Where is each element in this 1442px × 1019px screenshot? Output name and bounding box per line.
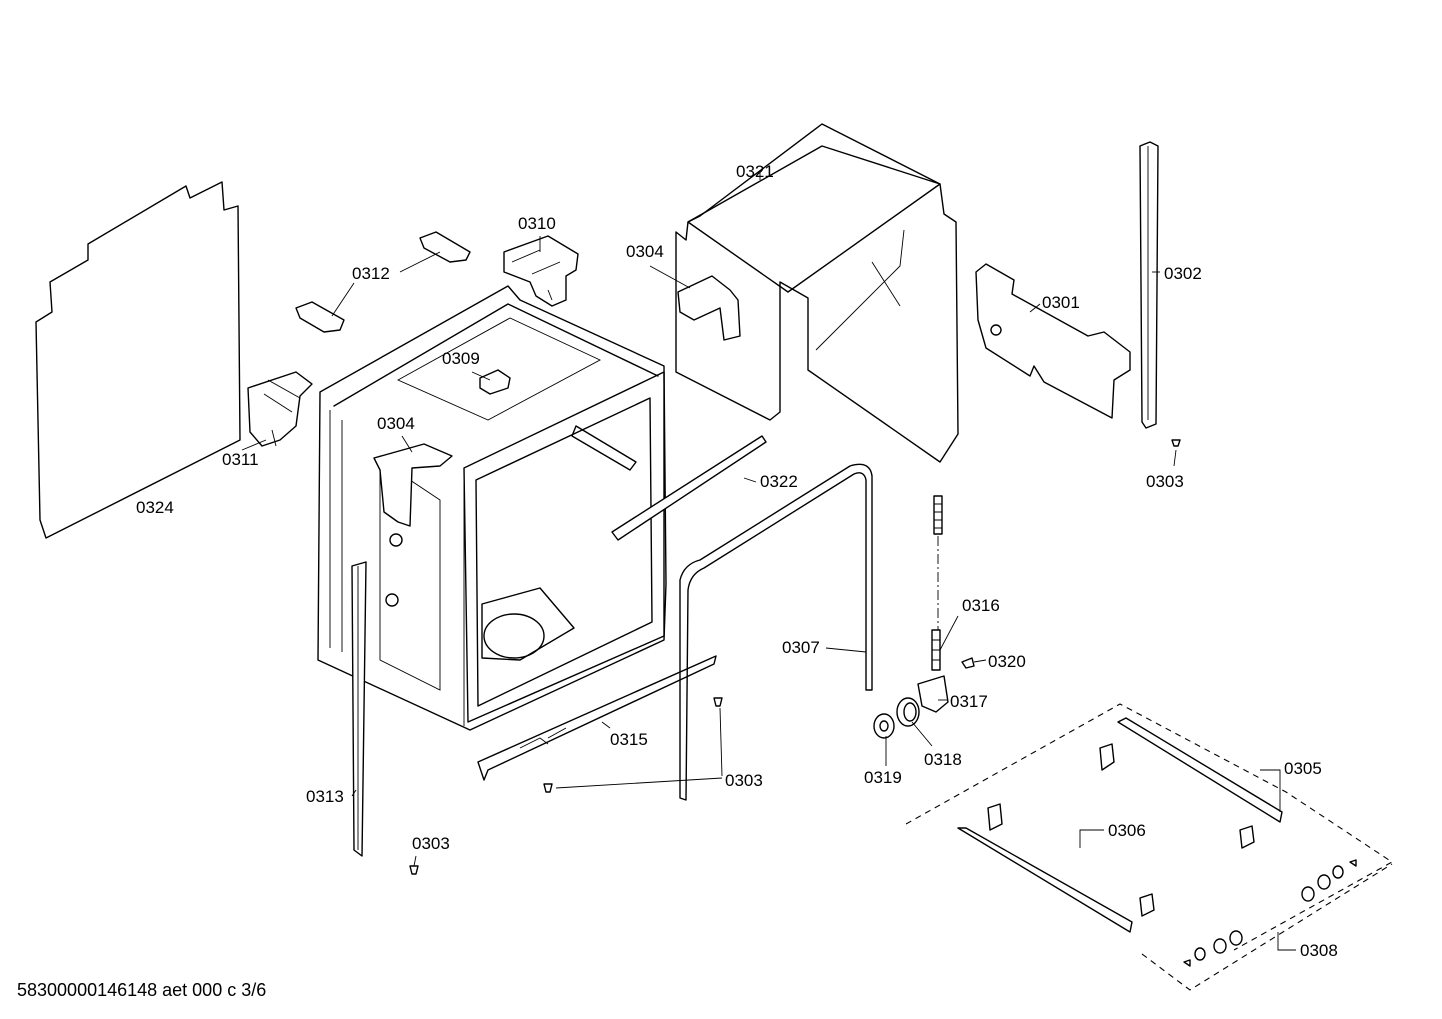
part-0306-rail[interactable]: [957, 827, 1133, 933]
part-0307-door-seal[interactable]: [679, 463, 873, 801]
part-0317-connector[interactable]: [917, 675, 949, 713]
label-0303-right: 0303: [1146, 472, 1184, 491]
part-0302-vertical-rail[interactable]: [1139, 141, 1159, 429]
part-0319-nut[interactable]: [873, 713, 895, 739]
part-0324-side-panel[interactable]: [35, 181, 241, 539]
kit-outline-0308: [1141, 863, 1393, 991]
label-0305: 0305: [1284, 759, 1322, 778]
screw-0303-bottom[interactable]: [409, 865, 419, 875]
label-0304-right: 0304: [626, 242, 664, 261]
label-0316: 0316: [962, 596, 1000, 615]
label-0306: 0306: [1108, 821, 1146, 840]
kit-outline-0306: [905, 703, 1394, 951]
label-0322: 0322: [760, 472, 798, 491]
part-0309-clip[interactable]: [479, 369, 511, 395]
part-0318-ring[interactable]: [896, 697, 920, 727]
part-0306-clips: [987, 743, 1255, 917]
part-0304-bracket-right[interactable]: [677, 275, 741, 341]
label-0315: 0315: [610, 730, 648, 749]
label-0302: 0302: [1164, 264, 1202, 283]
label-0312: 0312: [352, 264, 390, 283]
part-0316-hose[interactable]: [931, 495, 943, 671]
label-0301: 0301: [1042, 293, 1080, 312]
label-0309: 0309: [442, 349, 480, 368]
label-0310: 0310: [518, 214, 556, 233]
label-0319: 0319: [864, 768, 902, 787]
part-0305-rail[interactable]: [1117, 717, 1283, 823]
part-0315-base-strip[interactable]: [477, 655, 717, 781]
part-0320-screw[interactable]: [961, 657, 975, 669]
label-0311: 0311: [222, 450, 259, 469]
screw-0303-middle-b[interactable]: [543, 783, 553, 793]
label-0324: 0324: [136, 498, 174, 517]
part-0322-trim-strip[interactable]: [611, 435, 767, 541]
label-0304-left: 0304: [377, 414, 415, 433]
label-0313: 0313: [306, 787, 344, 806]
screw-0303-right[interactable]: [1171, 439, 1181, 447]
document-reference: 58300000146148 aet 000 c 3/6: [17, 980, 267, 1000]
part-0312-clips[interactable]: [295, 231, 471, 333]
part-tub[interactable]: [317, 285, 667, 731]
label-0303-middle: 0303: [725, 771, 763, 790]
part-0301-insulation[interactable]: [975, 263, 1131, 419]
leader-lines: [241, 170, 1296, 951]
part-0321-cover[interactable]: [675, 123, 959, 463]
part-0311-bracket[interactable]: [247, 371, 313, 447]
label-0307: 0307: [782, 638, 820, 657]
part-0308-parts: [1183, 859, 1357, 967]
label-0320: 0320: [988, 652, 1026, 671]
label-0317: 0317: [950, 692, 988, 711]
label-0303-bottom: 0303: [412, 834, 450, 853]
label-0321: 0321: [736, 162, 774, 181]
label-0308: 0308: [1300, 941, 1338, 960]
part-0313-side-strip[interactable]: [351, 561, 367, 857]
part-0304-bracket-left[interactable]: [373, 443, 453, 527]
part-0310-bracket[interactable]: [503, 235, 579, 307]
label-0318: 0318: [924, 750, 962, 769]
screw-0303-middle-a[interactable]: [713, 697, 723, 707]
